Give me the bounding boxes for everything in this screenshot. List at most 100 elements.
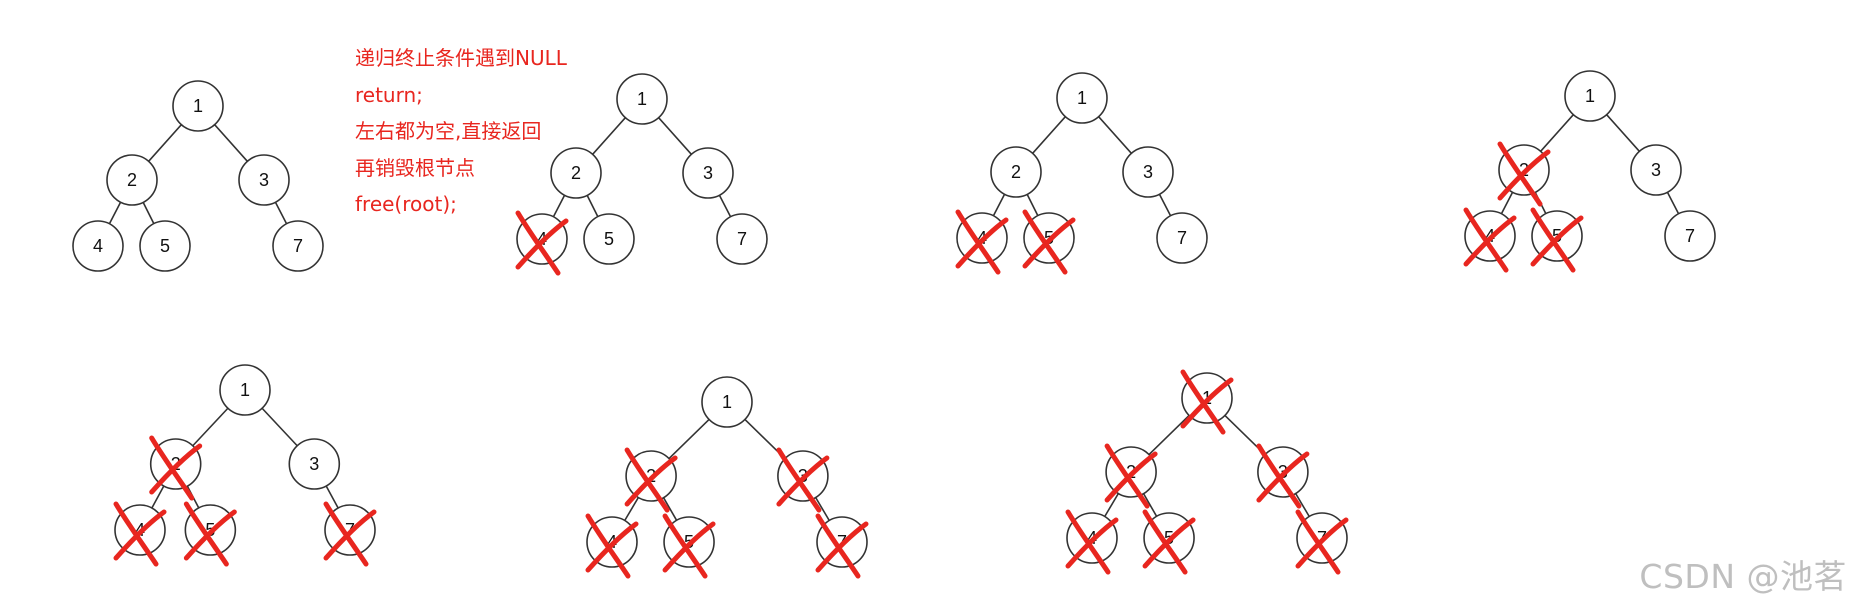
tree-node-2 — [550, 147, 602, 199]
tree-edge — [718, 194, 732, 218]
tree-node-label: 1 — [240, 380, 250, 400]
tree-edge — [592, 117, 626, 155]
tree-node-label: 2 — [1011, 162, 1021, 182]
tree-edge — [214, 124, 248, 162]
tree-node-5 — [139, 220, 191, 272]
destroyed-cross-mark — [1295, 517, 1349, 569]
tree-edge — [274, 201, 288, 225]
tree-node-1 — [701, 376, 753, 428]
destroyed-cross-mark — [113, 509, 167, 561]
tree-node-3 — [1630, 144, 1682, 196]
tree-edge — [261, 407, 298, 447]
tree-node-label: 1 — [637, 89, 647, 109]
destroyed-cross-mark — [183, 509, 237, 561]
tree-node-1 — [616, 73, 668, 125]
destroyed-cross-mark — [1142, 517, 1196, 569]
destroyed-cross-mark — [1256, 451, 1310, 503]
tree-edge — [325, 485, 339, 509]
tree-node-label: 5 — [604, 229, 614, 249]
tree-edge — [148, 124, 182, 162]
tree-node-7 — [1664, 210, 1716, 262]
tree-node-3 — [682, 147, 734, 199]
tree-edge — [108, 201, 122, 225]
tree-node-5 — [583, 213, 635, 265]
tree-node-label: 7 — [293, 236, 303, 256]
tree-edge — [1158, 193, 1172, 217]
tree-node-label: 3 — [259, 170, 269, 190]
tree-edge — [1148, 414, 1190, 456]
tree-edge — [624, 497, 640, 521]
tree-node-2 — [990, 146, 1042, 198]
tree-edge — [586, 195, 599, 217]
tree-edge — [192, 407, 229, 447]
destroyed-cross-mark — [662, 521, 716, 573]
tree-edge — [1540, 114, 1574, 152]
destroyed-cross-mark — [1180, 377, 1234, 429]
destroyed-cross-mark — [955, 217, 1009, 269]
tree-edge — [668, 418, 710, 460]
tree-edge — [142, 202, 155, 224]
tree-edge — [552, 194, 566, 218]
tree-node-7 — [716, 213, 768, 265]
tree-edge — [992, 193, 1006, 217]
tree-node-label: 1 — [722, 392, 732, 412]
annotation-line: 递归终止条件遇到NULL — [355, 46, 567, 70]
tree-edge — [1500, 191, 1514, 215]
tree-node-label: 3 — [1651, 160, 1661, 180]
destroyed-cross-mark — [624, 455, 678, 507]
tree-edge — [662, 497, 678, 521]
tree-edge — [1606, 114, 1640, 152]
tree-edge — [1026, 194, 1039, 216]
annotation-line: return; — [355, 82, 423, 107]
tree-node-label: 2 — [127, 170, 137, 190]
destroyed-cross-mark — [1530, 215, 1584, 267]
tree-edge — [1104, 493, 1120, 517]
destroyed-cross-mark — [149, 443, 203, 495]
destroyed-cross-mark — [1104, 451, 1158, 503]
tree-node-label: 4 — [93, 236, 103, 256]
tree-node-7 — [272, 220, 324, 272]
destroyed-cross-mark — [585, 521, 639, 573]
tree-node-label: 5 — [160, 236, 170, 256]
tree-edge — [1032, 116, 1066, 154]
tree-node-1 — [1056, 72, 1108, 124]
tree-node-3 — [288, 438, 341, 490]
tree-node-label: 2 — [571, 163, 581, 183]
tree-node-label: 7 — [1177, 228, 1187, 248]
watermark: CSDN @池茗 — [1639, 557, 1847, 596]
tree-edge — [1142, 493, 1158, 517]
tree-node-label: 7 — [1685, 226, 1695, 246]
annotation-text-block: 递归终止条件遇到NULL return; 左右都为空,直接返回 再销毁根节点 f… — [355, 40, 567, 223]
tree-node-2 — [106, 154, 158, 206]
tree-edge — [1294, 493, 1310, 517]
tree-node-4 — [72, 220, 124, 272]
destroyed-cross-mark — [515, 218, 569, 270]
destroyed-cross-mark — [1022, 217, 1076, 269]
tree-edge — [814, 497, 830, 521]
destroyed-cross-mark — [776, 455, 830, 507]
tree-node-label: 1 — [1077, 88, 1087, 108]
tree-node-label: 3 — [309, 454, 319, 474]
destroyed-cross-mark — [1463, 215, 1517, 267]
tree-snapshot-1: 1 2 3 4 5 7 — [72, 80, 324, 272]
annotation-line: free(root); — [355, 192, 457, 216]
tree-node-label: 1 — [1585, 86, 1595, 106]
tree-node-label: 1 — [193, 96, 203, 116]
destroyed-cross-mark — [815, 521, 869, 573]
tree-node-3 — [238, 154, 290, 206]
tree-edge — [1666, 191, 1680, 215]
tree-edge — [658, 117, 692, 155]
tree-node-1 — [1564, 70, 1616, 122]
destroyed-cross-mark — [1065, 517, 1119, 569]
tree-node-label: 3 — [703, 163, 713, 183]
tree-node-label: 3 — [1143, 162, 1153, 182]
destroyed-cross-mark — [1497, 149, 1551, 201]
annotation-line: 左右都为空,直接返回 — [355, 119, 542, 143]
